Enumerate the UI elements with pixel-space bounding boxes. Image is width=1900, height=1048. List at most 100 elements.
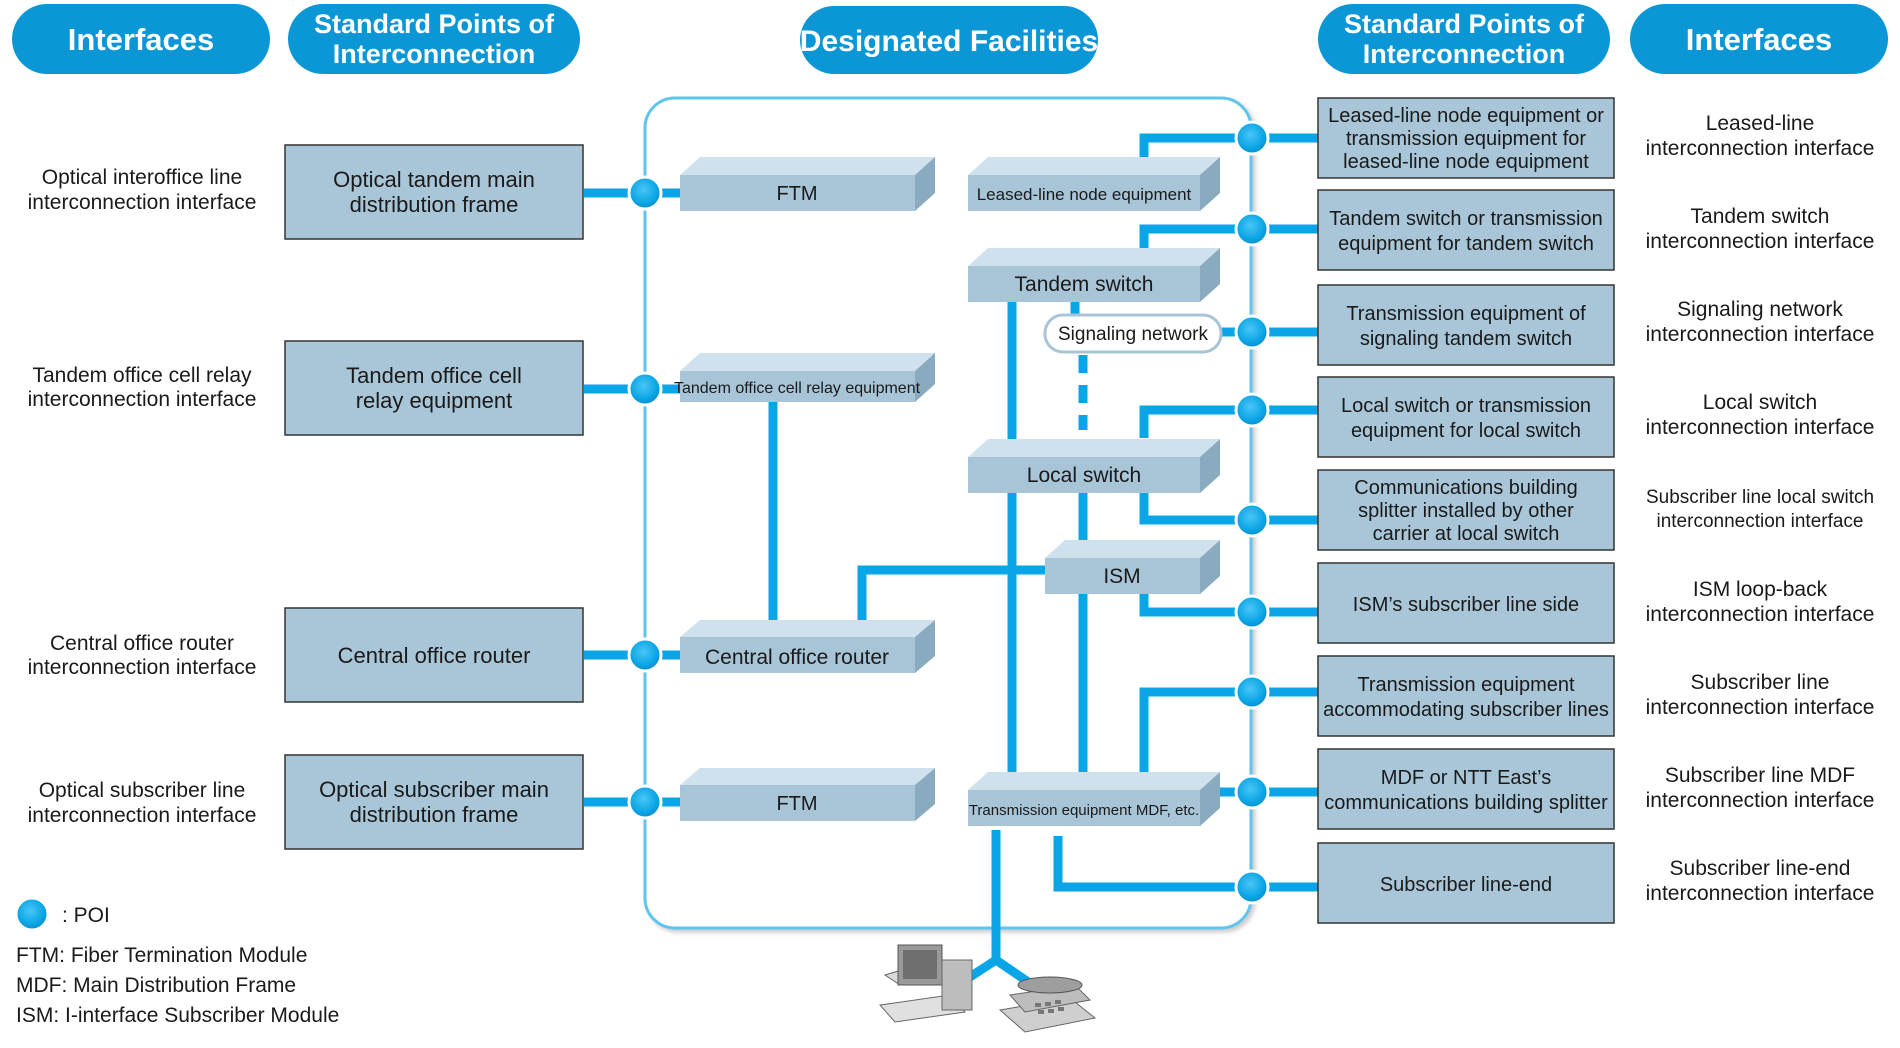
svg-text:Subscriber line MDF: Subscriber line MDF [1665, 764, 1855, 787]
svg-text:Signaling network: Signaling network [1677, 298, 1843, 321]
svg-text:Leased-line node equipment: Leased-line node equipment [977, 185, 1192, 204]
svg-text:interconnection interface: interconnection interface [1646, 696, 1875, 719]
poi-marker [1234, 674, 1270, 710]
svg-text:equipment for tandem switch: equipment for tandem switch [1338, 233, 1594, 255]
svg-text:Central office router: Central office router [338, 643, 531, 668]
svg-text:Tandem office cell relay: Tandem office cell relay [32, 364, 252, 387]
svg-text:transmission equipment for: transmission equipment for [1346, 128, 1586, 150]
central-office-router-box [284, 607, 584, 703]
svg-text:Transmission equipment: Transmission equipment [1357, 674, 1575, 696]
svg-text:Tandem office cell: Tandem office cell [346, 363, 522, 388]
left-interface-labels: Optical interoffice line interconnection… [28, 166, 257, 827]
svg-text:Leased-line node equipment or: Leased-line node equipment or [1328, 105, 1604, 127]
svg-text:Interfaces: Interfaces [1686, 22, 1832, 57]
device-ftm-bottom: FTM [680, 768, 935, 821]
svg-text:Interfaces: Interfaces [68, 22, 214, 57]
svg-text:MDF or NTT East’s: MDF or NTT East’s [1381, 767, 1551, 789]
right-poi-boxes: Leased-line node equipment or transmissi… [1317, 97, 1615, 924]
header-left-poi: Standard Points of Interconnection [288, 4, 580, 74]
poi-marker [1234, 594, 1270, 630]
svg-text:Transmission equipment of: Transmission equipment of [1346, 303, 1586, 325]
svg-text:ISM: I-interface Subscriber Mo: ISM: I-interface Subscriber Module [16, 1004, 339, 1027]
svg-text:relay equipment: relay equipment [356, 388, 513, 413]
svg-text:Standard Points of: Standard Points of [1344, 9, 1585, 39]
svg-text:Communications building: Communications building [1354, 477, 1577, 499]
svg-text:interconnection interface: interconnection interface [1646, 416, 1875, 439]
right-box-leased-line [1317, 97, 1615, 179]
svg-text:Optical subscriber line: Optical subscriber line [39, 779, 246, 802]
header-right-poi: Standard Points of Interconnection [1318, 4, 1610, 74]
header-designated-facilities: Designated Facilities [800, 6, 1098, 74]
right-box-transmission-subscriber [1317, 655, 1615, 737]
svg-text:carrier at local switch: carrier at local switch [1373, 523, 1560, 545]
optical-tandem-mdf-box [284, 144, 584, 240]
svg-text:Signaling network: Signaling network [1058, 324, 1208, 345]
optical-subscriber-mdf-box [284, 754, 584, 850]
device-ftm-top: FTM [680, 157, 935, 211]
svg-text:interconnection interface: interconnection interface [1646, 137, 1875, 160]
poi-marker [1234, 869, 1270, 905]
header-left-interfaces: Interfaces [12, 4, 270, 74]
right-box-ism-subscriber [1317, 562, 1615, 644]
device-central-router: Central office router [680, 620, 935, 673]
svg-text:Central office router: Central office router [50, 632, 234, 655]
right-box-subscriber-line-end [1317, 842, 1615, 924]
svg-text:distribution frame: distribution frame [350, 802, 519, 827]
right-box-splitter-other-carrier [1317, 469, 1615, 551]
svg-text:Subscriber line local switch: Subscriber line local switch [1646, 487, 1874, 508]
poi-marker [1234, 502, 1270, 538]
device-signaling-network: Signaling network [1043, 313, 1223, 354]
legend-poi-icon [14, 896, 50, 932]
right-box-local-switch [1317, 376, 1615, 458]
svg-text:interconnection interface: interconnection interface [1646, 603, 1875, 626]
svg-text:Local switch or transmission: Local switch or transmission [1341, 395, 1591, 417]
poi-marker [1234, 774, 1270, 810]
svg-text:Subscriber line-end: Subscriber line-end [1670, 857, 1851, 880]
svg-text:communications building splitt: communications building splitter [1324, 792, 1608, 814]
right-interface-labels: Leased-line interconnection interface Ta… [1646, 112, 1875, 905]
svg-text:Central office router: Central office router [705, 646, 889, 669]
svg-text:Optical tandem main: Optical tandem main [333, 167, 535, 192]
telephone-icon [998, 976, 1097, 1033]
svg-text:ISM: ISM [1103, 565, 1140, 588]
svg-text:equipment for local switch: equipment for local switch [1351, 420, 1581, 442]
svg-text:Optical interoffice line: Optical interoffice line [42, 166, 242, 189]
poi-marker [1234, 211, 1270, 247]
poi-marker [1234, 120, 1270, 156]
device-transmission-mdf: Transmission equipment MDF, etc. [968, 772, 1220, 826]
right-box-tandem-switch [1317, 189, 1615, 271]
svg-text:interconnection interface: interconnection interface [1646, 789, 1875, 812]
svg-text:ISM loop-back: ISM loop-back [1693, 578, 1828, 601]
svg-text:interconnection interface: interconnection interface [28, 804, 257, 827]
svg-text:FTM: FTM [776, 183, 817, 205]
svg-text:Subscriber line-end: Subscriber line-end [1380, 874, 1552, 896]
svg-text:: POI: : POI [62, 904, 110, 927]
svg-text:splitter installed by other: splitter installed by other [1358, 500, 1574, 522]
svg-text:accommodating subscriber lines: accommodating subscriber lines [1323, 699, 1609, 721]
device-local-switch: Local switch [968, 439, 1220, 493]
device-tandem-switch: Tandem switch [968, 248, 1220, 302]
svg-text:Local switch: Local switch [1027, 464, 1141, 487]
svg-text:leased-line node equipment: leased-line node equipment [1343, 151, 1589, 173]
svg-text:Leased-line: Leased-line [1706, 112, 1815, 135]
left-poi-boxes: Optical tandem main distribution frame T… [284, 144, 584, 850]
right-box-signaling [1317, 284, 1615, 366]
poi-marker [1234, 314, 1270, 350]
svg-text:FTM: Fiber Termination Module: FTM: Fiber Termination Module [16, 944, 307, 967]
poi-marker [1234, 392, 1270, 428]
svg-text:Optical subscriber main: Optical subscriber main [319, 777, 549, 802]
svg-text:FTM: FTM [776, 793, 817, 815]
svg-text:Tandem switch: Tandem switch [1015, 273, 1154, 296]
poi-marker [627, 784, 663, 820]
svg-text:Standard Points of: Standard Points of [314, 9, 555, 39]
header-right-interfaces: Interfaces [1630, 4, 1888, 74]
device-ism: ISM [1045, 540, 1220, 594]
svg-text:Local switch: Local switch [1703, 391, 1817, 414]
svg-text:interconnection interface: interconnection interface [1656, 511, 1863, 532]
poi-marker [627, 175, 663, 211]
device-leased-line-node: Leased-line node equipment [968, 157, 1220, 211]
svg-text:MDF: Main Distribution Frame: MDF: Main Distribution Frame [16, 974, 296, 997]
svg-text:ISM’s subscriber line side: ISM’s subscriber line side [1353, 594, 1579, 616]
poi-marker [627, 371, 663, 407]
legend: : POI FTM: Fiber Termination Module MDF:… [14, 896, 339, 1027]
